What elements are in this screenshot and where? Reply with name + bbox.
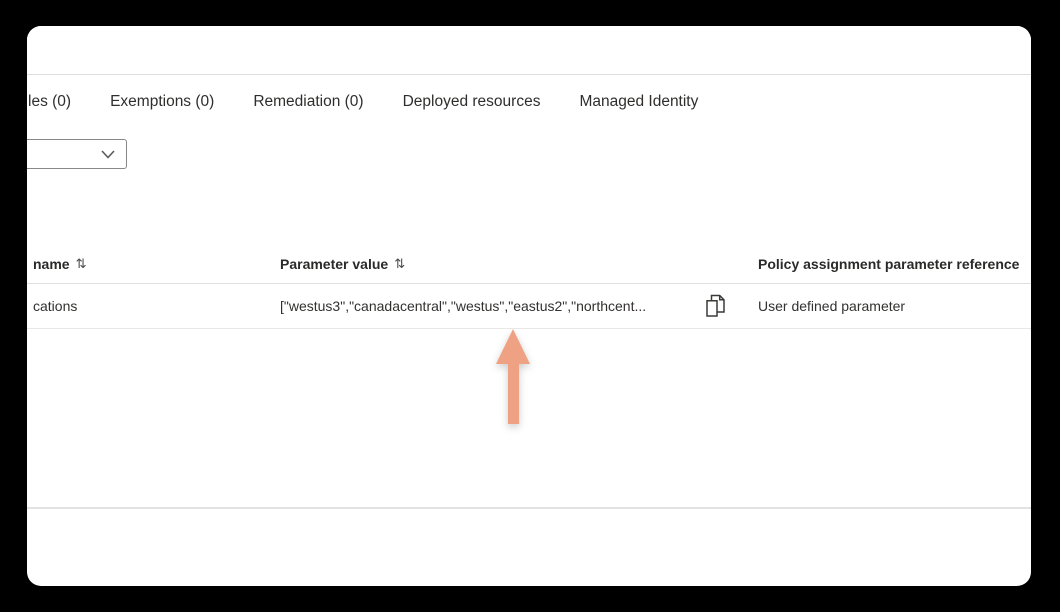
table-header-row: name ⇅ Parameter value ⇅ Policy assignme… bbox=[27, 245, 1031, 284]
column-header-parameter-name[interactable]: name ⇅ bbox=[33, 245, 86, 283]
window-top-bar bbox=[27, 26, 1031, 75]
cell-reference: User defined parameter bbox=[758, 298, 906, 314]
portal-window: les (0) Exemptions (0) Remediation (0) D… bbox=[27, 26, 1031, 586]
arrow-shaft bbox=[507, 364, 519, 424]
section-divider bbox=[27, 507, 1031, 509]
table-row[interactable]: cations ["westus3","canadacentral","west… bbox=[27, 284, 1031, 329]
tab-bar: les (0) Exemptions (0) Remediation (0) D… bbox=[28, 86, 698, 118]
tab-remediation[interactable]: Remediation (0) bbox=[253, 93, 364, 110]
filter-dropdown[interactable] bbox=[27, 139, 127, 169]
chevron-down-icon bbox=[101, 149, 115, 159]
tab-exemptions[interactable]: Exemptions (0) bbox=[110, 93, 215, 110]
column-header-parameter-value[interactable]: Parameter value ⇅ bbox=[280, 245, 405, 283]
tab-deployed-resources[interactable]: Deployed resources bbox=[402, 93, 541, 110]
sort-icon: ⇅ bbox=[75, 256, 87, 272]
copy-icon bbox=[705, 294, 726, 321]
copy-button[interactable] bbox=[703, 294, 727, 320]
tab-managed-identity[interactable]: Managed Identity bbox=[579, 93, 699, 110]
column-header-label: Policy assignment parameter reference bbox=[758, 256, 1020, 272]
column-header-label: name bbox=[33, 256, 70, 272]
sort-icon: ⇅ bbox=[394, 256, 406, 272]
column-header-label: Parameter value bbox=[280, 256, 389, 272]
cell-parameter-value: ["westus3","canadacentral","westus","eas… bbox=[280, 298, 647, 314]
cell-parameter-name: cations bbox=[33, 298, 78, 314]
annotation-arrow bbox=[496, 329, 530, 425]
tab-les[interactable]: les (0) bbox=[28, 93, 72, 110]
arrow-head bbox=[496, 329, 530, 364]
column-header-policy-reference[interactable]: Policy assignment parameter reference bbox=[758, 245, 1019, 283]
